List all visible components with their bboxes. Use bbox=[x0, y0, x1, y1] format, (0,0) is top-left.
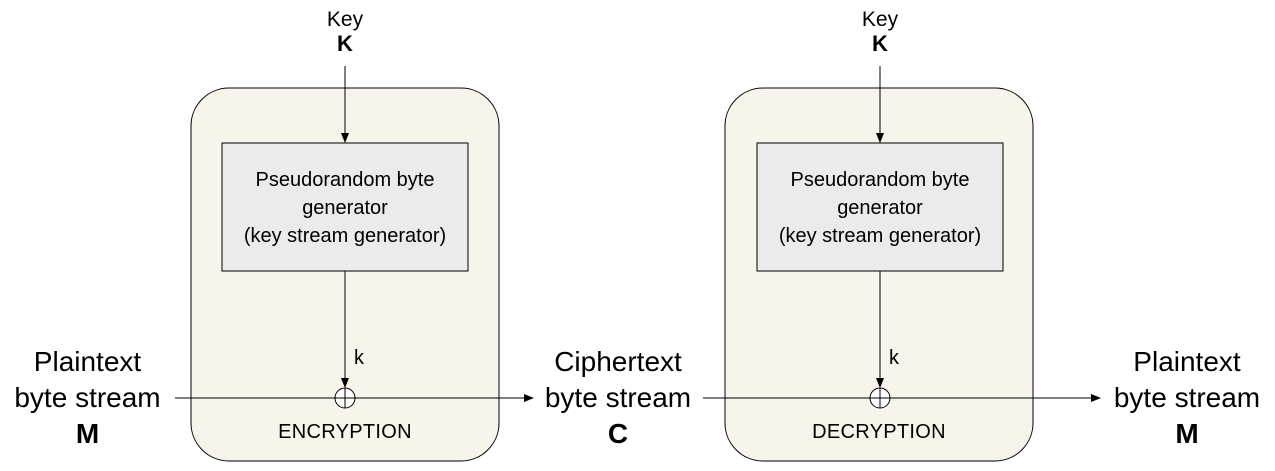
encryption-generator-line3: (key stream generator) bbox=[243, 225, 447, 247]
decryption-key-word: Key bbox=[861, 8, 899, 31]
decryption-generator-line3: (key stream generator) bbox=[778, 225, 982, 247]
decryption-k-label: k bbox=[889, 347, 899, 369]
input-line2: byte stream bbox=[14, 382, 161, 413]
input-plaintext-label: Plaintext byte stream M bbox=[0, 344, 175, 452]
output-plaintext-label: Plaintext byte stream M bbox=[1102, 344, 1272, 452]
input-symbol: M bbox=[75, 418, 100, 449]
decryption-generator-text: Pseudorandom byte generator (key stream … bbox=[757, 166, 1003, 250]
decryption-key-label: Key K bbox=[830, 8, 930, 56]
output-line2: byte stream bbox=[1113, 382, 1261, 413]
encryption-generator-box bbox=[221, 142, 469, 272]
ciphertext-label: Ciphertext byte stream C bbox=[533, 344, 703, 452]
output-symbol: M bbox=[1175, 418, 1199, 449]
encryption-key-symbol: K bbox=[337, 31, 353, 56]
decryption-xor-icon bbox=[869, 387, 891, 409]
decryption-key-symbol: K bbox=[872, 31, 888, 56]
input-line1: Plaintext bbox=[33, 346, 142, 377]
middle-line1: Ciphertext bbox=[554, 346, 682, 377]
output-line1: Plaintext bbox=[1133, 346, 1241, 377]
decryption-generator-line2: generator bbox=[837, 197, 923, 219]
encryption-key-word: Key bbox=[326, 8, 364, 31]
decryption-generator-line1: Pseudorandom byte bbox=[790, 169, 970, 191]
encryption-k-label: k bbox=[354, 347, 364, 369]
middle-symbol: C bbox=[607, 418, 629, 449]
encryption-xor-icon bbox=[334, 387, 356, 409]
encryption-stage-label: ENCRYPTION bbox=[278, 421, 412, 443]
middle-line2: byte stream bbox=[544, 382, 692, 413]
encryption-generator-text: Pseudorandom byte generator (key stream … bbox=[222, 166, 468, 250]
encryption-key-label: Key K bbox=[295, 8, 395, 56]
encryption-generator-line1: Pseudorandom byte bbox=[255, 169, 435, 191]
decryption-generator-box bbox=[756, 142, 1004, 272]
encryption-generator-line2: generator bbox=[302, 197, 388, 219]
decryption-stage-label: DECRYPTION bbox=[812, 421, 946, 443]
